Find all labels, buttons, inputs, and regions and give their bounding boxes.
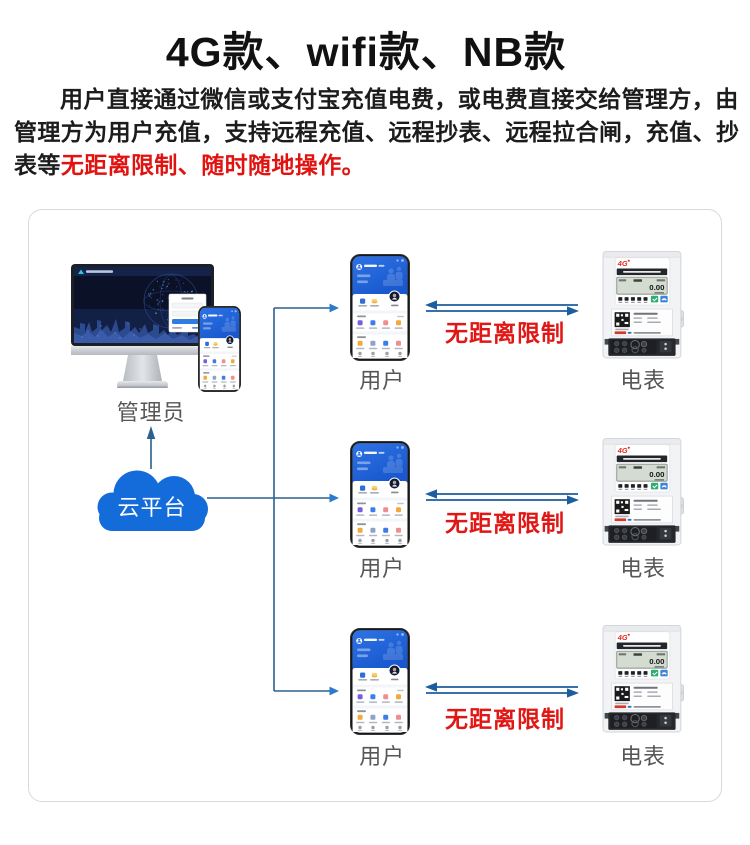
svg-text:云平台: 云平台 bbox=[117, 495, 186, 520]
